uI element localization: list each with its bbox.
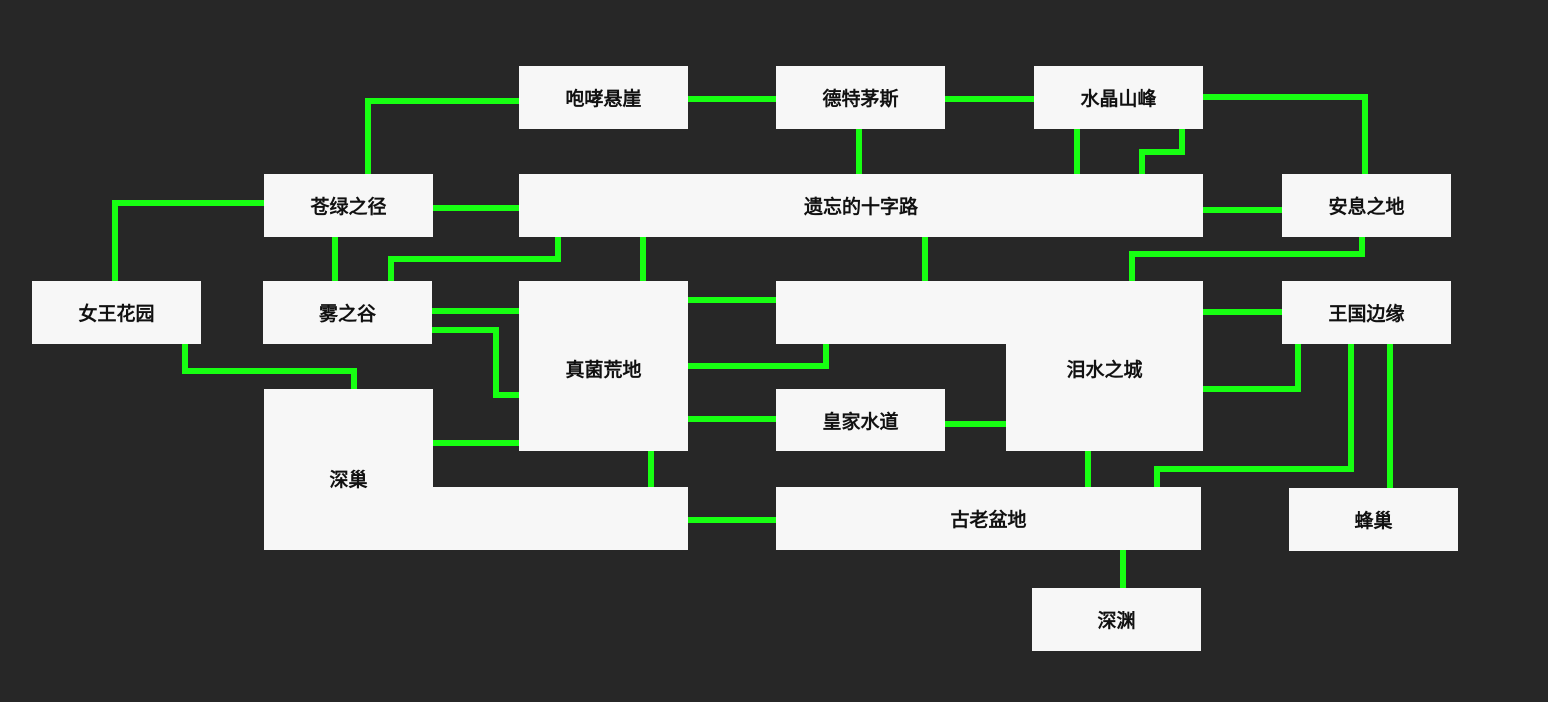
kingdoms-edge-room[interactable] — [1282, 281, 1451, 344]
greenpath-room[interactable] — [264, 174, 433, 237]
link-queens-gardens-deepnest — [182, 341, 357, 392]
forgotten-crossroads-room[interactable] — [519, 174, 1203, 237]
fog-canyon-room[interactable] — [263, 281, 432, 344]
abyss-room[interactable] — [1032, 588, 1201, 651]
deepnest-room-body[interactable] — [264, 389, 433, 550]
fungal-wastes-room[interactable] — [519, 281, 688, 451]
ancient-basin-room[interactable] — [776, 487, 1201, 550]
link-kingdoms-edge-ancient-basin — [1154, 341, 1354, 490]
link-fog-canyon-fungal-wastes-b — [429, 327, 522, 398]
royal-waterways-room[interactable] — [776, 389, 945, 451]
link-greenpath-queens-gardens — [112, 200, 267, 284]
crystal-peak-room[interactable] — [1034, 66, 1203, 129]
dirtmouth-room[interactable] — [776, 66, 945, 129]
link-howling-cliffs-greenpath — [365, 98, 522, 177]
resting-grounds-room[interactable] — [1282, 174, 1451, 237]
link-crystal-peak-resting-grounds — [1200, 94, 1368, 177]
city-of-tears-room-body[interactable] — [1006, 281, 1203, 451]
link-city-of-tears-kingdoms-edge-b — [1200, 341, 1301, 392]
link-crossroads-fog-canyon — [388, 234, 561, 284]
howling-cliffs-room[interactable] — [519, 66, 688, 129]
link-crystal-peak-crossroads-b — [1139, 126, 1185, 177]
hive-room[interactable] — [1289, 488, 1458, 551]
link-fungal-wastes-city-of-tears-b — [685, 341, 829, 369]
link-resting-grounds-city-of-tears — [1129, 234, 1365, 284]
deepnest-room-tail[interactable] — [433, 487, 688, 550]
queens-gardens-room[interactable] — [32, 281, 201, 344]
